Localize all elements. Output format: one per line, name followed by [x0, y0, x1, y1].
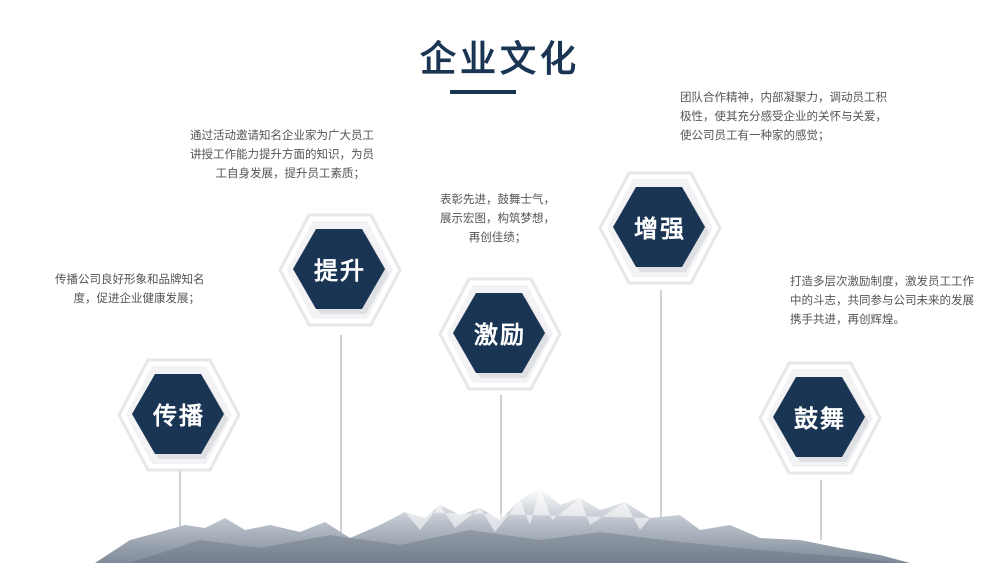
stem-zengqiang [660, 290, 662, 530]
desc-jili: 表彰先进，鼓舞士气， 展示宏图，构筑梦想， 再创佳绩； [440, 192, 555, 244]
hex-node-chuanbo: 传播 [117, 357, 241, 473]
hex-node-tisheng: 提升 [278, 212, 402, 328]
hex-node-zengqiang: 增强 [598, 170, 722, 286]
desc-chuanbo: 传播公司良好形象和品牌知名 度，促进企业健康发展； [55, 272, 205, 305]
hex-node-guwu: 鼓舞 [758, 360, 882, 476]
node-label-zengqiang: 增强 [634, 215, 686, 243]
hexagon-icon [758, 361, 882, 475]
node-label-chuanbo: 传播 [153, 402, 205, 430]
stem-jili [500, 395, 502, 535]
node-label-guwu: 鼓舞 [794, 405, 846, 433]
node-label-jili: 激励 [474, 321, 526, 349]
page-title: 企业文化 [419, 39, 580, 80]
mountains-decoration [95, 488, 910, 563]
desc-guwu: 打造多层次激励制度，激发员工工作 中的斗志，共同参与公司未来的发展 携手共进，再… [790, 274, 974, 326]
desc-zengqiang: 团队合作精神，内部凝聚力，调动员工积 极性，使其充分感受企业的关怀与关爱， 使公… [680, 90, 887, 142]
stem-chuanbo [179, 470, 181, 540]
stem-tisheng [340, 335, 342, 545]
hexagon-icon [117, 358, 241, 472]
node-label-tisheng: 提升 [314, 257, 366, 285]
stem-guwu [820, 480, 822, 540]
title-underline [450, 90, 516, 94]
hexagon-icon [278, 213, 402, 327]
hexagon-icon [598, 171, 722, 285]
hex-node-jili: 激励 [438, 276, 562, 392]
hexagon-icon [438, 277, 562, 391]
desc-tisheng: 通过活动邀请知名企业家为广大员工 讲授工作能力提升方面的知识，为员 工自身发展，… [190, 128, 374, 180]
